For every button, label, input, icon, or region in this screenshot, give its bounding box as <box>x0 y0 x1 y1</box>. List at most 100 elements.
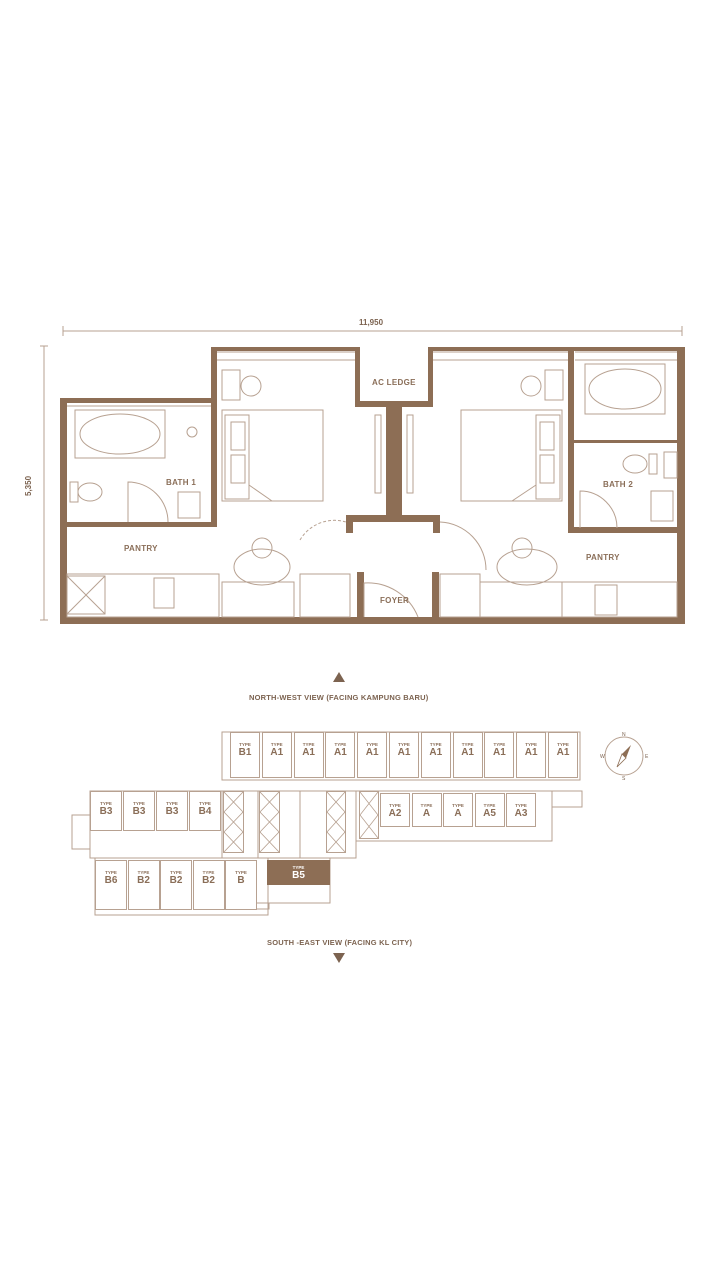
unit-type-word: TYPE <box>202 870 215 875</box>
unit-name: A <box>454 808 462 819</box>
unit-type-word: TYPE <box>199 801 211 806</box>
unit-name: A5 <box>483 808 496 819</box>
unit-name: A2 <box>388 808 402 819</box>
unit-type-word: TYPE <box>239 742 251 747</box>
compass-icon: N E S W <box>600 732 649 782</box>
unit-type-word: TYPE <box>170 870 182 875</box>
unit-name: B3 <box>165 806 179 817</box>
bath2-label: BATH 2 <box>603 480 634 489</box>
unit-type-word: TYPE <box>105 870 117 875</box>
unit-name: A1 <box>429 747 443 758</box>
unit-name: A1 <box>492 747 506 758</box>
unit-name: B3 <box>132 806 146 817</box>
pantry-right-label: PANTRY <box>586 553 620 562</box>
unit-name: B3 <box>99 806 113 817</box>
unit-name: B <box>237 875 245 886</box>
ac-ledge-label: AC LEDGE <box>372 378 416 387</box>
unit-name: A1 <box>556 747 570 758</box>
unit-type-word: TYPE <box>389 803 401 808</box>
unit-type-word: TYPE <box>515 803 527 808</box>
unit-name: A1 <box>302 747 315 758</box>
unit-name: A1 <box>397 747 411 758</box>
unit-name: B1 <box>238 747 252 758</box>
unit-type-word: TYPE <box>525 742 538 747</box>
unit-type-word: TYPE <box>398 742 410 747</box>
unit-type-word: TYPE <box>493 742 506 747</box>
unit-type-word: TYPE <box>452 803 464 808</box>
unit-type-word: TYPE <box>133 801 145 806</box>
width-dimension-label: 11,950 <box>359 318 384 327</box>
unit-name: A1 <box>365 747 379 758</box>
unit-name: A3 <box>514 808 528 819</box>
north-arrow-icon <box>333 672 345 682</box>
service-core-box <box>259 791 280 853</box>
compass-e: E <box>645 754 649 760</box>
unit-type-word: TYPE <box>461 742 474 747</box>
service-core-box <box>223 791 244 853</box>
unit-highlighted[interactable]: TYPE B5 <box>267 860 330 885</box>
height-dimension-label: 5,350 <box>24 475 33 496</box>
unit-name: B2 <box>169 875 183 886</box>
unit-name: A1 <box>461 747 474 758</box>
compass-s: S <box>622 776 626 782</box>
unit-type-word: TYPE <box>292 865 305 870</box>
unit-type-word: TYPE <box>429 742 442 747</box>
unit-type-word: TYPE <box>270 742 283 747</box>
unit-name: B4 <box>198 806 212 817</box>
north-view-label: NORTH-WEST VIEW (FACING KAMPUNG BARU) <box>249 693 429 702</box>
unit-type-word: TYPE <box>557 742 569 747</box>
service-core-box <box>359 791 379 839</box>
unit-type-word: TYPE <box>420 803 433 808</box>
unit-name: B5 <box>292 870 305 881</box>
unit-type-word: TYPE <box>166 801 178 806</box>
unit-type-word: TYPE <box>334 742 347 747</box>
unit-name: B2 <box>202 875 215 886</box>
unit-name: A1 <box>333 747 347 758</box>
unit-name: B6 <box>104 875 118 886</box>
south-view-label: SOUTH -EAST VIEW (FACING KL CITY) <box>267 938 413 947</box>
pantry-left-label: PANTRY <box>124 544 158 553</box>
floor-plan <box>40 326 685 624</box>
unit-name: A1 <box>270 747 284 758</box>
unit-name: B2 <box>137 875 150 886</box>
unit-type-word: TYPE <box>302 742 315 747</box>
unit-type-word: TYPE <box>137 870 150 875</box>
service-core-box <box>326 791 346 853</box>
unit-name: A1 <box>524 747 538 758</box>
compass-w: W <box>600 754 605 760</box>
unit-type-word: TYPE <box>100 801 112 806</box>
unit-type-word: TYPE <box>366 742 379 747</box>
south-arrow-icon <box>333 953 345 963</box>
unit-type-word: TYPE <box>235 870 247 875</box>
unit-name: A <box>422 808 431 819</box>
unit-type-word: TYPE <box>483 803 496 808</box>
bath1-label: BATH 1 <box>166 478 197 487</box>
foyer-label: FOYER <box>380 596 410 605</box>
compass-n: N <box>622 732 626 738</box>
